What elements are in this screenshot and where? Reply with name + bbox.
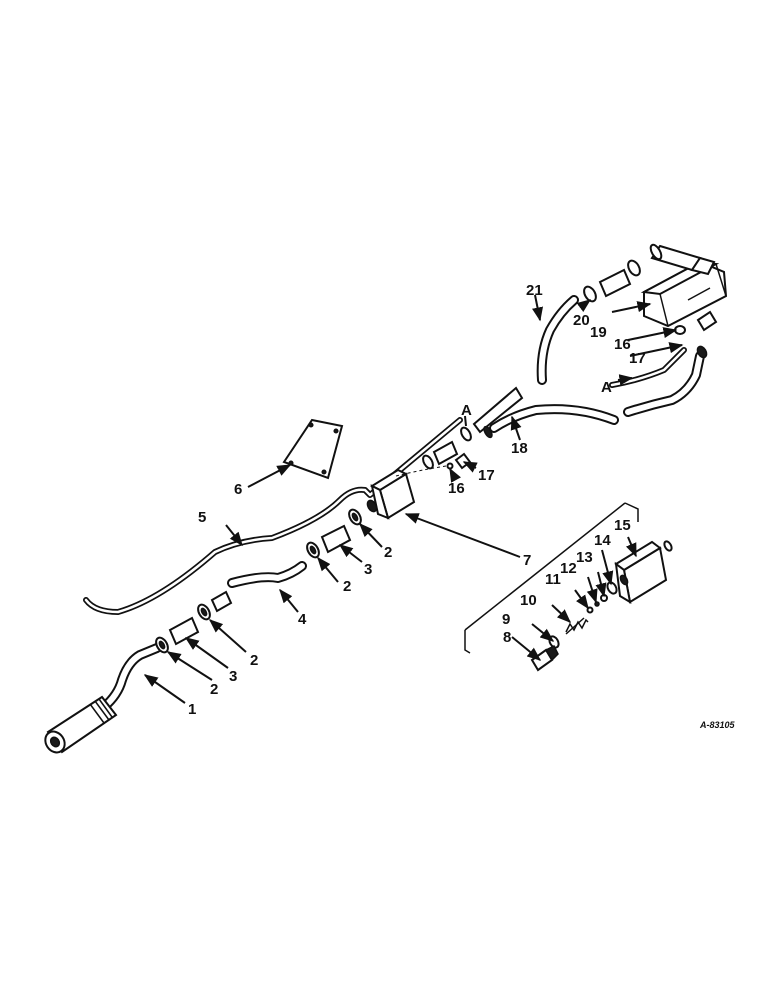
mounting-plate-part-6 bbox=[282, 418, 344, 480]
label-part-19: 19 bbox=[590, 324, 607, 341]
label-part-16: 16 bbox=[448, 480, 465, 497]
upper-fittings bbox=[422, 386, 524, 470]
middle-hose-assembly bbox=[306, 508, 362, 559]
plug-part-8 bbox=[530, 644, 559, 672]
label-part-18: 18 bbox=[511, 440, 528, 457]
drawing-reference-number: A-83105 bbox=[699, 720, 736, 730]
hose-part-18 bbox=[489, 404, 619, 433]
label-part-7: 7 bbox=[523, 552, 531, 569]
hose-part-21 bbox=[536, 295, 579, 385]
label-part-10: 10 bbox=[520, 592, 537, 609]
label-part-20: 20 bbox=[573, 312, 590, 329]
label-part-15: 15 bbox=[614, 517, 631, 534]
hose-part-4 bbox=[227, 561, 307, 588]
seat-part-11 bbox=[586, 606, 594, 614]
spring-part-10 bbox=[565, 617, 589, 635]
label-part-5: 5 bbox=[198, 509, 206, 526]
label-part-2: 2 bbox=[250, 652, 258, 669]
inlet-tube-part-1 bbox=[99, 643, 162, 712]
pump-outlet-tube bbox=[609, 345, 708, 417]
label-part-6: 6 bbox=[234, 481, 242, 498]
label-part-14: 14 bbox=[594, 532, 611, 549]
fitting-part-17 bbox=[454, 452, 472, 470]
label-part-13: 13 bbox=[576, 549, 593, 566]
part-number-labels: 1 2 3 2 4 2 3 2 5 6 7 8 9 10 11 12 13 14… bbox=[188, 282, 736, 730]
label-part-12: 12 bbox=[560, 560, 577, 577]
label-part-2: 2 bbox=[384, 544, 392, 561]
pump-part-19 bbox=[640, 243, 728, 335]
lower-hose-assembly bbox=[155, 590, 233, 654]
label-part-17: 17 bbox=[629, 350, 646, 367]
label-part-11: 11 bbox=[545, 571, 561, 588]
o-ring-part-16 bbox=[674, 325, 686, 335]
clamp-a bbox=[460, 426, 472, 442]
rod-part-5 bbox=[83, 417, 463, 615]
hose-part-3 bbox=[320, 524, 352, 554]
valve-block-part-7 bbox=[366, 465, 447, 520]
label-part-17: 17 bbox=[478, 467, 495, 484]
valve-body-part-15 bbox=[614, 540, 673, 605]
label-part-8: 8 bbox=[503, 629, 511, 646]
hose-part-3 bbox=[168, 616, 200, 646]
o-ring-part-16 bbox=[446, 462, 454, 470]
label-a-upper: A bbox=[461, 402, 472, 419]
valve-detail-callout bbox=[464, 502, 639, 654]
label-part-3: 3 bbox=[364, 561, 372, 578]
label-part-21: 21 bbox=[526, 282, 543, 299]
filter-element bbox=[44, 695, 118, 754]
callout-leaders bbox=[143, 294, 684, 704]
label-part-2: 2 bbox=[210, 681, 218, 698]
label-part-1: 1 bbox=[188, 701, 196, 718]
seal-part-14 bbox=[606, 581, 618, 595]
label-part-4: 4 bbox=[298, 611, 307, 628]
label-part-9: 9 bbox=[502, 611, 510, 628]
label-part-2: 2 bbox=[343, 578, 351, 595]
ball-part-12 bbox=[594, 601, 600, 607]
label-part-3: 3 bbox=[229, 668, 237, 685]
pump-inlet-hose-part-20 bbox=[583, 259, 641, 303]
label-a-right: A bbox=[601, 379, 612, 396]
clamp-part-2 bbox=[422, 454, 434, 470]
label-part-16: 16 bbox=[614, 336, 631, 353]
